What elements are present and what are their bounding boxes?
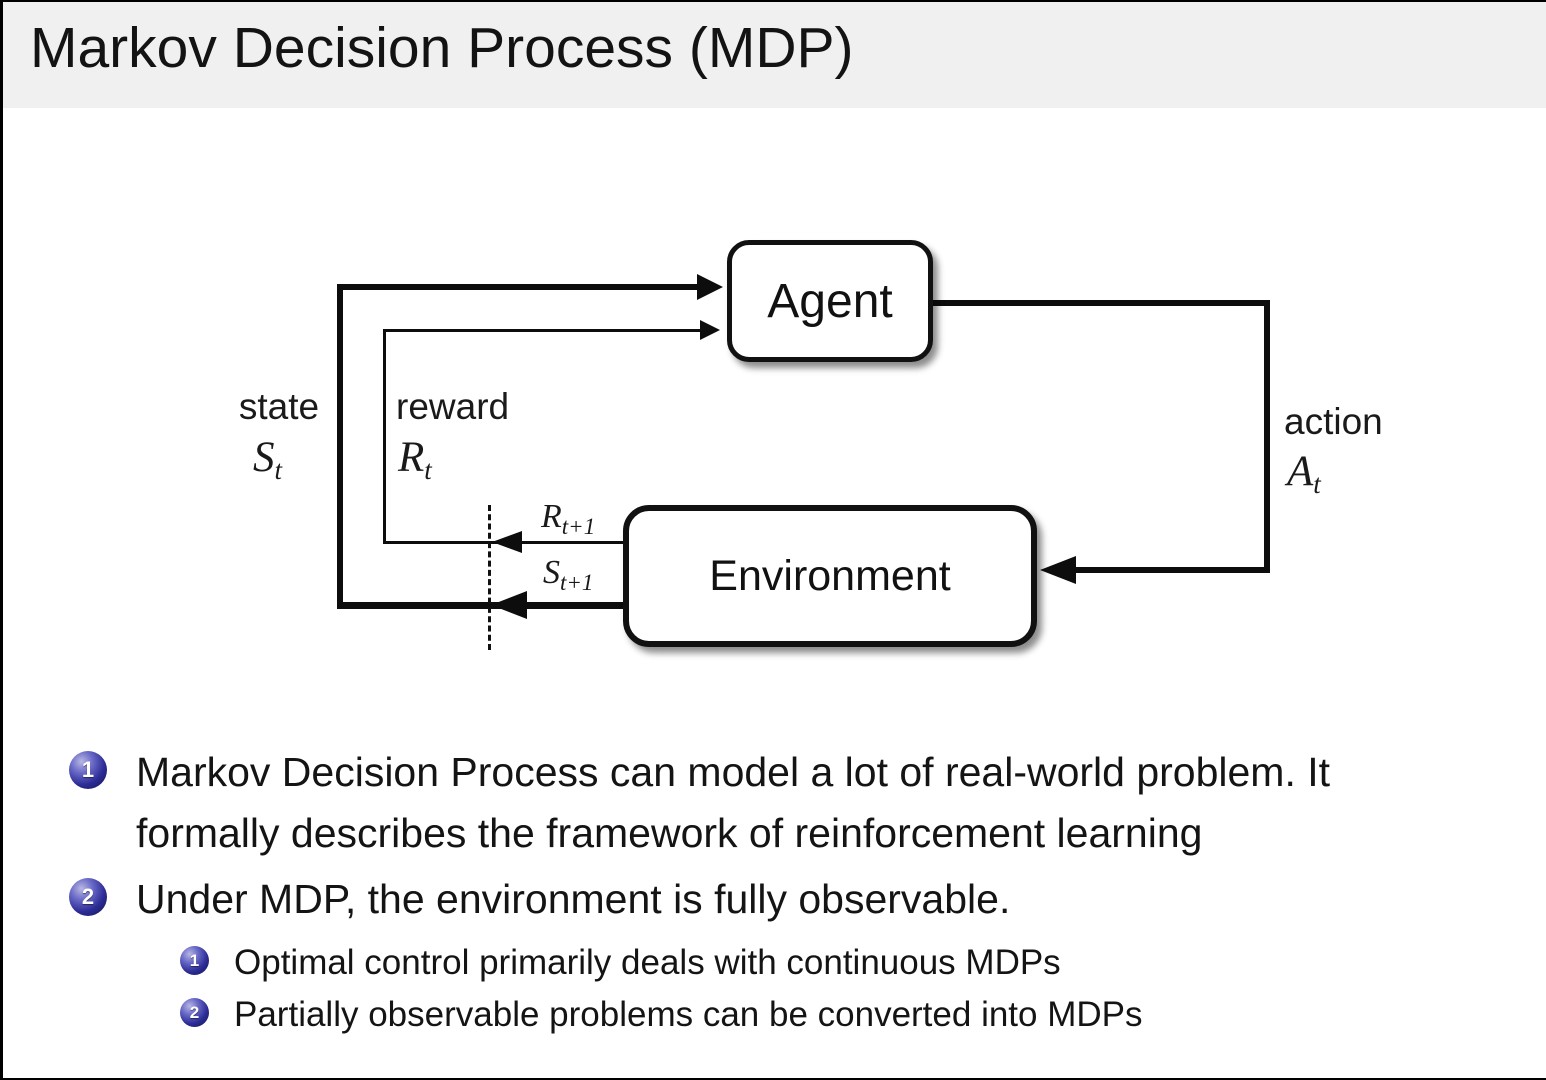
- reward-line-left: [383, 329, 386, 543]
- agent-box: Agent: [727, 240, 933, 362]
- reward-arrowhead-icon: [700, 320, 720, 340]
- agent-label: Agent: [767, 274, 893, 328]
- reward-symbol-sub: t: [424, 455, 432, 485]
- state-line-top: [337, 284, 703, 290]
- action-line-bottom: [1052, 567, 1270, 573]
- title-bar: Markov Decision Process (MDP): [3, 2, 1546, 108]
- ball-bullet-1-icon: 1: [69, 751, 107, 789]
- action-symbol-label: At: [1287, 447, 1321, 500]
- bullet-item-1-line-2: formally describes the framework of rein…: [136, 810, 1203, 856]
- state-symbol-sub: t: [274, 455, 283, 485]
- top-edge-border: [0, 0, 1546, 2]
- action-symbol-base: A: [1287, 448, 1314, 495]
- bottom-edge-border: [0, 1078, 1546, 1080]
- environment-label: Environment: [709, 551, 951, 600]
- reward-next-symbol-label: Rt+1: [541, 498, 595, 540]
- reward-next-sub: t+1: [561, 514, 596, 539]
- left-edge-border: [0, 0, 3, 1080]
- page-title: Markov Decision Process (MDP): [30, 16, 854, 80]
- time-boundary-dashed-line: [488, 505, 491, 650]
- reward-next-arrowhead-icon: [492, 531, 522, 553]
- bullet-item-2-text: Under MDP, the environment is fully obse…: [136, 876, 1011, 922]
- state-next-arrowhead-icon: [491, 591, 527, 619]
- reward-symbol-base: R: [398, 434, 425, 481]
- state-word-label: state: [238, 386, 320, 427]
- state-next-base: S: [543, 554, 560, 591]
- state-next-sub: t+1: [560, 570, 594, 595]
- state-next-symbol-label: St+1: [543, 554, 593, 596]
- reward-symbol-label: Rt: [398, 433, 432, 486]
- state-symbol-label: St: [253, 433, 282, 486]
- bullet-item-1: Markov Decision Process can model a lot …: [136, 742, 1526, 864]
- action-symbol-sub: t: [1313, 469, 1321, 499]
- action-word-label: action: [1284, 401, 1383, 442]
- ball-subbullet-1-icon: 1: [180, 946, 209, 975]
- reward-line-top: [383, 329, 705, 332]
- ball-bullet-2-icon: 2: [69, 878, 107, 916]
- state-line-bottom: [337, 602, 623, 609]
- environment-box: Environment: [623, 505, 1037, 647]
- action-line-top: [928, 300, 1270, 306]
- reward-word-label: reward: [396, 386, 510, 427]
- sub-bullet-item-1: Optimal control primarily deals with con…: [234, 937, 1504, 989]
- bullet-item-1-line-1: Markov Decision Process can model a lot …: [136, 749, 1331, 795]
- state-arrowhead-icon: [697, 274, 723, 300]
- sub-bullet-item-2-text: Partially observable problems can be con…: [234, 995, 1143, 1034]
- action-arrowhead-icon: [1040, 556, 1076, 584]
- ball-subbullet-2-icon: 2: [180, 998, 209, 1027]
- sub-bullet-item-2: Partially observable problems can be con…: [234, 989, 1524, 1041]
- action-line-right: [1264, 300, 1270, 573]
- sub-bullet-item-1-text: Optimal control primarily deals with con…: [234, 943, 1061, 982]
- state-symbol-base: S: [253, 434, 275, 481]
- reward-next-base: R: [541, 498, 562, 535]
- bullet-item-2: Under MDP, the environment is fully obse…: [136, 869, 1526, 930]
- state-line-left: [337, 284, 343, 608]
